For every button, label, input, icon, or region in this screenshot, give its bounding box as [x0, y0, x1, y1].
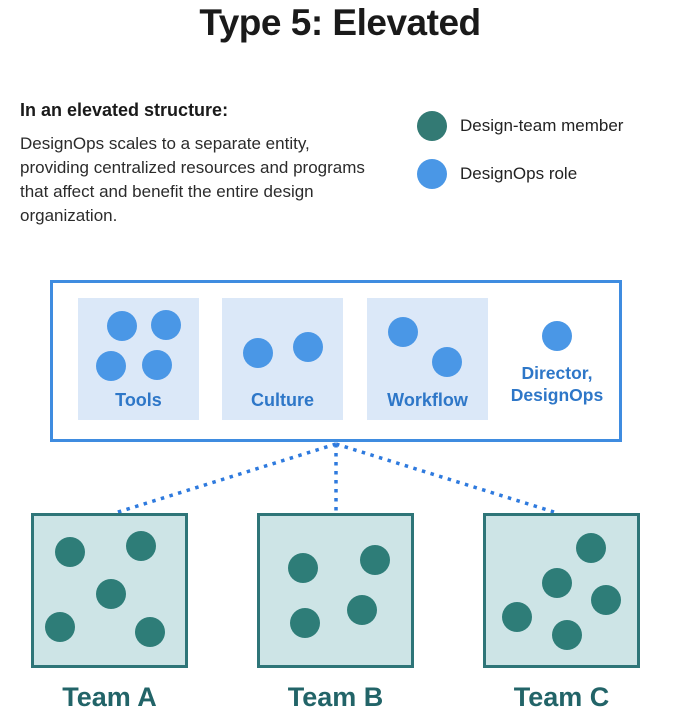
team-member-dot [542, 568, 572, 598]
team-member-dot [552, 620, 582, 650]
team-a-label: Team A [62, 682, 157, 712]
group-tools-label: Tools [115, 390, 162, 410]
designops-role-dot [142, 350, 172, 380]
team-member-dot [360, 545, 390, 575]
designops-role-dot [293, 332, 323, 362]
director-designops-dot [542, 321, 572, 351]
director-label-line1: Director, [521, 363, 593, 383]
intro-text-block: In an elevated structure: DesignOps scal… [20, 100, 365, 228]
legend: Design-team member DesignOps role [417, 111, 623, 207]
design-team-member-dot-icon [417, 111, 447, 141]
designops-entity-box: Tools Culture Workflow Director, DesignO… [50, 280, 622, 442]
group-workflow-label: Workflow [387, 390, 468, 410]
legend-item-design-team-member: Design-team member [417, 111, 623, 141]
director-designops-label: Director, DesignOps [497, 362, 617, 406]
team-member-dot [502, 602, 532, 632]
team-member-dot [591, 585, 621, 615]
team-c-box [483, 513, 640, 668]
team-member-dot [45, 612, 75, 642]
team-a-box [31, 513, 188, 668]
director-label-line2: DesignOps [510, 385, 604, 405]
group-tools: Tools [78, 298, 199, 420]
designops-role-dot [107, 311, 137, 341]
team-member-dot [126, 531, 156, 561]
team-member-dot [55, 537, 85, 567]
legend-item-designops-role: DesignOps role [417, 159, 623, 189]
legend-label: DesignOps role [460, 164, 578, 183]
team-b-box [257, 513, 414, 668]
team-member-dot [576, 533, 606, 563]
connector-line-team-c [335, 442, 555, 514]
designops-role-dot-icon [417, 159, 447, 189]
designops-role-dot [243, 338, 273, 368]
designops-role-dot [96, 351, 126, 381]
team-member-dot [290, 608, 320, 638]
legend-label: Design-team member [460, 116, 624, 135]
team-b-label: Team B [287, 682, 384, 712]
intro-body: DesignOps scales to a separate entity, p… [20, 134, 365, 225]
connector-line-team-a [114, 442, 337, 515]
group-workflow: Workflow [367, 298, 488, 420]
director-designops [542, 321, 572, 351]
team-member-dot [347, 595, 377, 625]
designops-role-dot [388, 317, 418, 347]
group-culture-label: Culture [251, 390, 314, 410]
team-c-label: Team C [513, 682, 610, 712]
group-culture: Culture [222, 298, 343, 420]
page-title: Type 5: Elevated [199, 2, 481, 43]
designops-role-dot [151, 310, 181, 340]
team-member-dot [96, 579, 126, 609]
team-member-dot [288, 553, 318, 583]
intro-heading: In an elevated structure: [20, 100, 229, 120]
designops-role-dot [432, 347, 462, 377]
team-member-dot [135, 617, 165, 647]
